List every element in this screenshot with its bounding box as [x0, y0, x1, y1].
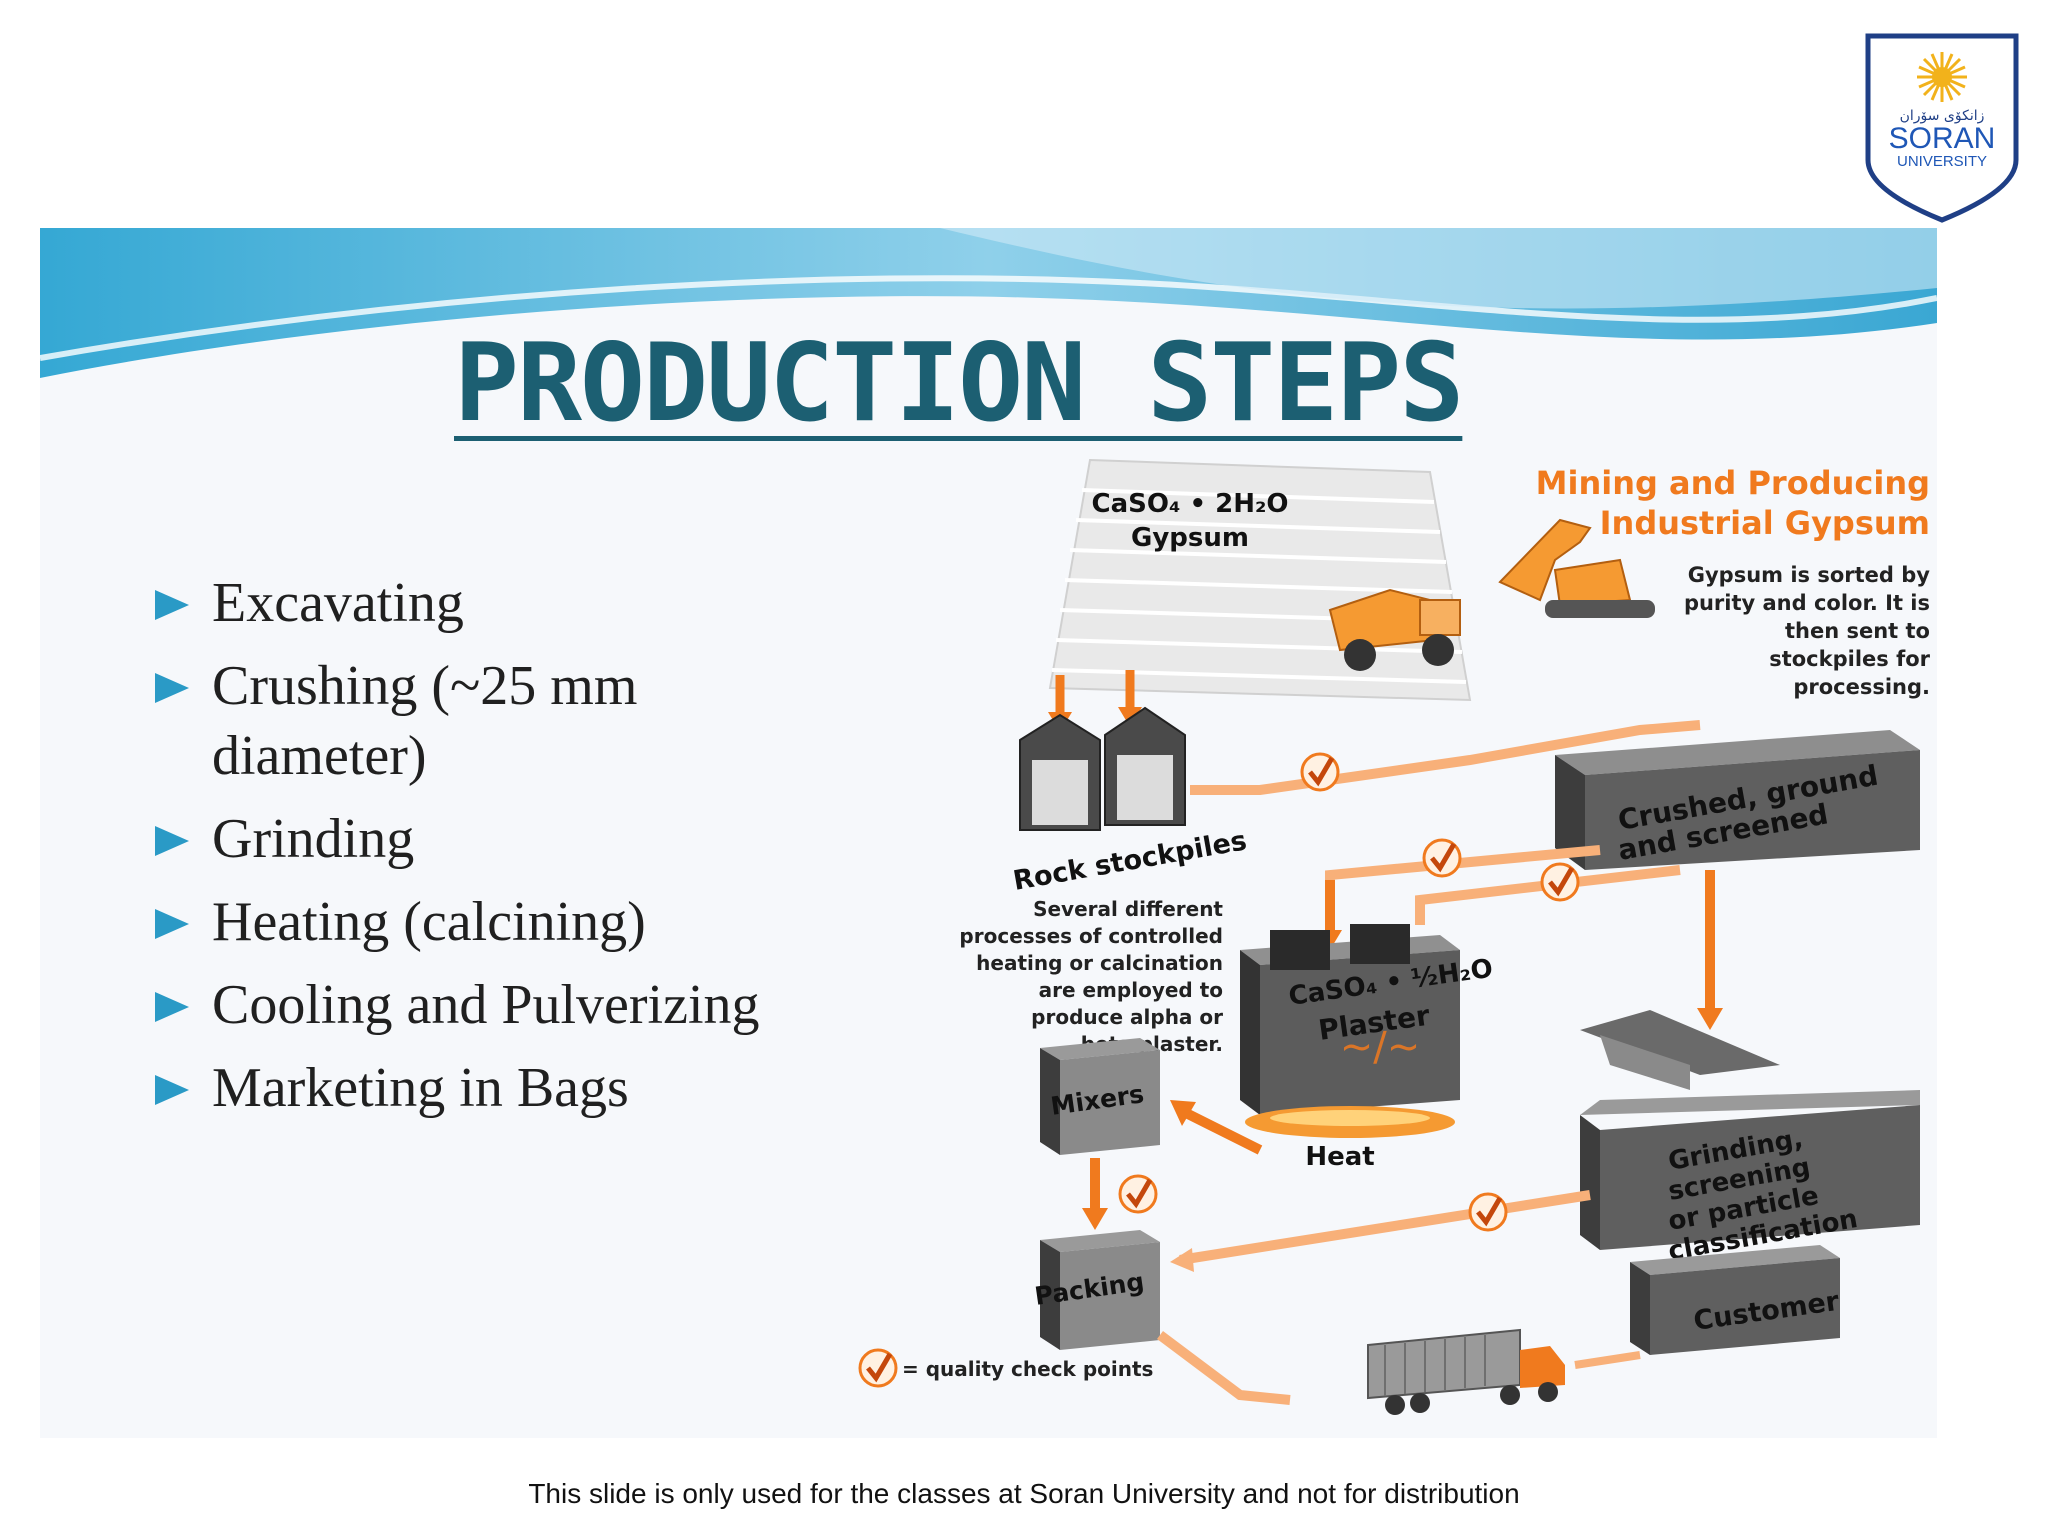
quality-check-icon	[858, 1348, 898, 1388]
bullet-text: Heating (calcining)	[212, 891, 646, 953]
bullet-arrow-icon	[155, 826, 189, 856]
bullet-arrow-icon	[155, 590, 189, 620]
packing-box	[1040, 1230, 1160, 1350]
wave-banner	[40, 228, 1937, 408]
gypsum-process-diagram: CaSO₄ • 2H₂O Gypsum Mining and Producing…	[858, 458, 1931, 1415]
slide-title: PRODUCTION STEPS	[454, 321, 1464, 446]
rock-stockpile-shed-icon	[1104, 706, 1186, 826]
bullet-item: Marketing in Bags	[155, 1053, 975, 1123]
quality-check-icon	[1118, 1174, 1158, 1214]
customer-box	[1630, 1245, 1840, 1355]
sorted-note-line: processing.	[1793, 675, 1930, 699]
bullet-list: Excavating Crushing (~25 mm diameter) Gri…	[155, 568, 975, 1136]
logo-subname: UNIVERSITY	[1897, 153, 1987, 170]
bullet-arrow-icon	[155, 673, 189, 703]
rock-stockpile-shed-icon	[1019, 713, 1101, 831]
delivery-truck-icon	[1367, 1328, 1565, 1415]
footer-note: This slide is only used for the classes …	[528, 1478, 1520, 1509]
sorted-note-line: Gypsum is sorted by	[1688, 563, 1931, 587]
quality-check-icon	[1540, 862, 1580, 902]
mixers-box	[1040, 1038, 1160, 1155]
sorted-note-line: then sent to	[1785, 619, 1930, 643]
sorted-note-line: purity and color. It is	[1684, 591, 1930, 615]
dump-truck-icon	[1328, 588, 1461, 671]
quality-check-icon	[1468, 1192, 1508, 1232]
slide: PRODUCTION STEPS Excavating Crushing (~2…	[40, 228, 1937, 1438]
university-logo: زانكۆی سۆران SORAN UNIVERSITY	[1865, 33, 2019, 223]
diagram-heading-line2: Industrial Gypsum	[1600, 504, 1930, 542]
bullet-text-continued: diameter)	[212, 725, 427, 787]
heat-label: Heat	[1305, 1142, 1374, 1172]
sorted-note-line: stockpiles for	[1769, 647, 1930, 671]
calcination-note-line: heating or calcination	[976, 951, 1223, 975]
legend-label: = quality check points	[902, 1357, 1153, 1381]
flow-arrows	[1055, 670, 1135, 715]
crusher-box	[1555, 730, 1920, 870]
bullet-arrow-icon	[155, 1075, 189, 1105]
bullet-item: Excavating	[155, 568, 975, 638]
gypsum-label: Gypsum	[1131, 523, 1249, 553]
calcining-kettle: ~∕~	[1240, 924, 1460, 1115]
bullet-item: Heating (calcining)	[155, 887, 975, 957]
quality-check-icon	[1422, 838, 1462, 878]
bullet-item: Cooling and Pulverizing	[155, 970, 975, 1040]
bullet-text: Grinding	[212, 808, 415, 870]
calcination-note-line: produce alpha or	[1031, 1005, 1223, 1029]
excavator-icon	[1498, 518, 1655, 618]
calcination-note-line: Several different	[1033, 897, 1223, 921]
quality-check-icon	[1300, 752, 1340, 792]
bullet-item: Grinding	[155, 804, 975, 874]
grinder-box	[1580, 1010, 1920, 1250]
bullet-text: Marketing in Bags	[212, 1057, 629, 1119]
diagram-heading-line1: Mining and Producing	[1536, 464, 1930, 502]
bullet-text: Crushing (~25 mm	[212, 655, 638, 717]
calcination-note-line: are employed to	[1039, 978, 1223, 1002]
calcination-note-line: processes of controlled	[959, 924, 1223, 948]
logo-name: SORAN	[1889, 122, 1996, 155]
heat-flame-icon	[1245, 1106, 1455, 1138]
bullet-text: Cooling and Pulverizing	[212, 974, 760, 1036]
rock-stockpiles-label: Rock stockpiles	[1011, 825, 1249, 897]
gypsum-formula: CaSO₄ • 2H₂O	[1092, 489, 1289, 519]
bullet-arrow-icon	[155, 909, 189, 939]
logo-arabic-text: زانكۆی سۆران	[1900, 108, 1985, 124]
bullet-arrow-icon	[155, 992, 189, 1022]
conveyor-path	[1190, 720, 1701, 795]
bullet-text: Excavating	[212, 572, 464, 634]
bullet-item: Crushing (~25 mm diameter)	[155, 651, 975, 791]
kettle-mark: ~∕~	[1340, 1024, 1421, 1070]
sun-emblem-icon	[1917, 52, 1967, 102]
